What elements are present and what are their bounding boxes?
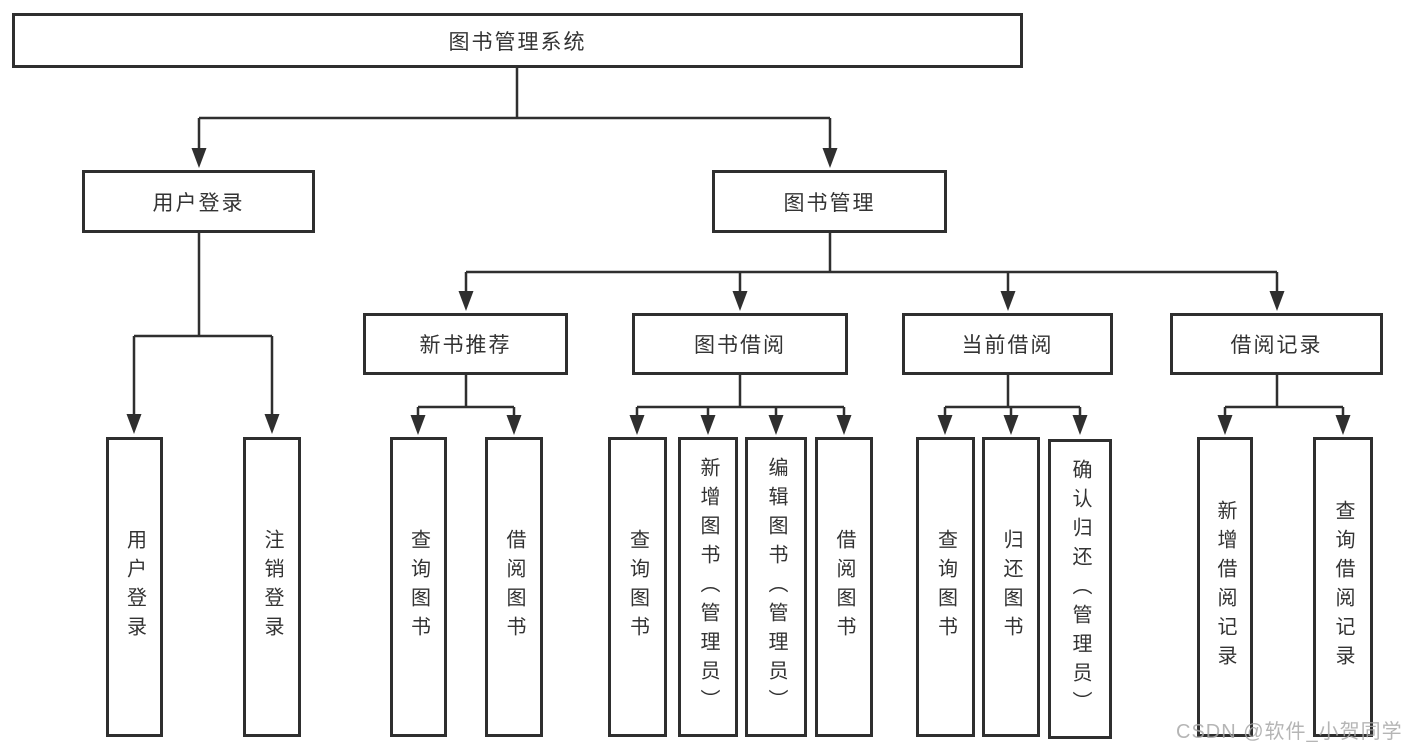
node-new-book-recommendation-label: 新书推荐 (419, 334, 512, 357)
leaf-records-add-borrow-record-label: 新增借阅记录 (1214, 500, 1236, 674)
connector-current-leaves (937, 375, 1088, 435)
connector-book-to-level3 (458, 233, 1285, 311)
leaf-current-return-books: 归还图书 (982, 437, 1040, 737)
leaf-borrow-edit-books-admin-label: 编辑图书（管理员） (765, 456, 787, 718)
node-book-management-branch-label: 图书管理 (783, 191, 876, 215)
leaf-borrow-add-books-admin: 新增图书（管理员） (678, 437, 738, 737)
connector-records-leaves (1217, 375, 1351, 435)
node-book-borrowing-label: 图书借阅 (694, 334, 786, 357)
leaf-current-confirm-return-admin-label: 确认归还（管理员） (1069, 458, 1091, 720)
leaf-user-login: 用户登录 (106, 437, 163, 737)
leaf-records-add-borrow-record: 新增借阅记录 (1197, 437, 1253, 737)
node-user-login-branch-label: 用户登录 (152, 191, 245, 215)
leaf-user-login-label: 用户登录 (123, 529, 146, 645)
node-user-login-branch: 用户登录 (82, 170, 315, 233)
watermark: CSDN @软件_小贺同学 (1176, 721, 1403, 743)
node-borrowing-records-label: 借阅记录 (1230, 334, 1323, 357)
leaf-current-query-books: 查询图书 (916, 437, 975, 737)
leaf-logout-label: 注销登录 (261, 529, 283, 645)
connector-user-branch (126, 233, 280, 434)
node-book-management-branch: 图书管理 (712, 170, 947, 233)
leaf-newrec-borrow-books-label: 借阅图书 (503, 529, 525, 645)
node-root-label: 图书管理系统 (448, 30, 587, 54)
node-borrowing-records: 借阅记录 (1170, 313, 1383, 375)
node-current-borrowing-label: 当前借阅 (961, 334, 1054, 357)
connector-borrow-leaves (629, 375, 852, 435)
leaf-current-confirm-return-admin: 确认归还（管理员） (1048, 439, 1112, 739)
leaf-borrow-edit-books-admin: 编辑图书（管理员） (745, 437, 807, 737)
node-current-borrowing: 当前借阅 (902, 313, 1113, 375)
node-book-borrowing: 图书借阅 (632, 313, 848, 375)
leaf-logout: 注销登录 (243, 437, 301, 737)
leaf-borrow-query-books: 查询图书 (608, 437, 667, 737)
node-new-book-recommendation: 新书推荐 (363, 313, 568, 375)
leaf-current-query-books-label: 查询图书 (934, 529, 957, 645)
node-root: 图书管理系统 (12, 13, 1023, 68)
leaf-current-return-books-label: 归还图书 (1000, 529, 1022, 645)
connector-newrec-leaves (410, 375, 522, 435)
leaf-records-query-borrow-record: 查询借阅记录 (1313, 437, 1373, 737)
leaf-newrec-borrow-books: 借阅图书 (485, 437, 543, 737)
leaf-borrow-borrow-books: 借阅图书 (815, 437, 873, 737)
leaf-newrec-query-books-label: 查询图书 (407, 529, 430, 645)
leaf-borrow-query-books-label: 查询图书 (626, 529, 649, 645)
leaf-borrow-add-books-admin-label: 新增图书（管理员） (697, 456, 719, 718)
leaf-borrow-borrow-books-label: 借阅图书 (833, 529, 855, 645)
leaf-records-query-borrow-record-label: 查询借阅记录 (1332, 500, 1354, 674)
leaf-newrec-query-books: 查询图书 (390, 437, 447, 737)
connector-root-to-level2 (191, 68, 838, 168)
